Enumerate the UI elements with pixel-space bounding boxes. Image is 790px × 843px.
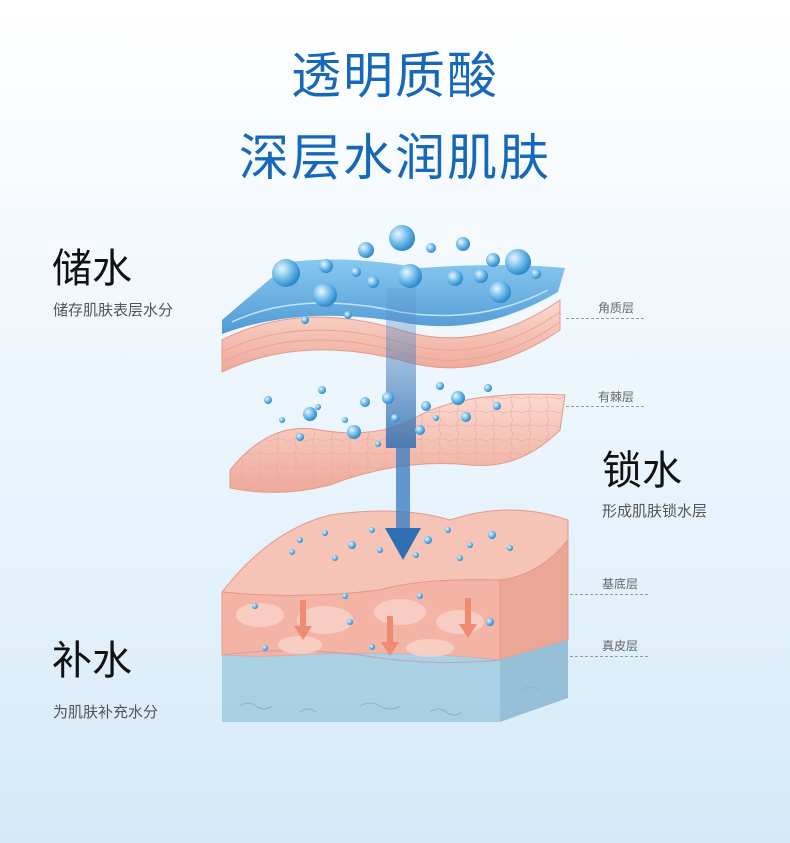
leader-line-dermis — [570, 656, 648, 657]
label-basal-layer: 基底层 — [602, 577, 639, 591]
leader-line-stratum-corneum — [566, 318, 644, 319]
fill-description: 为肌肤补充水分 — [53, 703, 159, 721]
page-title: 透明质酸 — [291, 47, 499, 105]
store-heading: 储水 — [52, 246, 132, 292]
fill-heading: 补水 — [52, 638, 132, 684]
page-subtitle: 深层水润肌肤 — [239, 129, 551, 187]
water-droplets — [252, 225, 541, 651]
label-dermis: 真皮层 — [602, 639, 639, 653]
basal-dermis-block — [221, 509, 569, 722]
penetration-arrow — [385, 288, 421, 560]
store-description: 储存肌肤表层水分 — [53, 301, 174, 319]
label-spinous-layer: 有棘层 — [598, 390, 635, 404]
lock-description: 形成肌肤锁水层 — [602, 502, 708, 520]
lock-heading: 锁水 — [602, 448, 682, 494]
leader-line-spinous — [566, 406, 644, 407]
leader-line-basal — [570, 594, 648, 595]
label-stratum-corneum: 角质层 — [598, 301, 635, 315]
absorption-arrows — [294, 598, 477, 656]
